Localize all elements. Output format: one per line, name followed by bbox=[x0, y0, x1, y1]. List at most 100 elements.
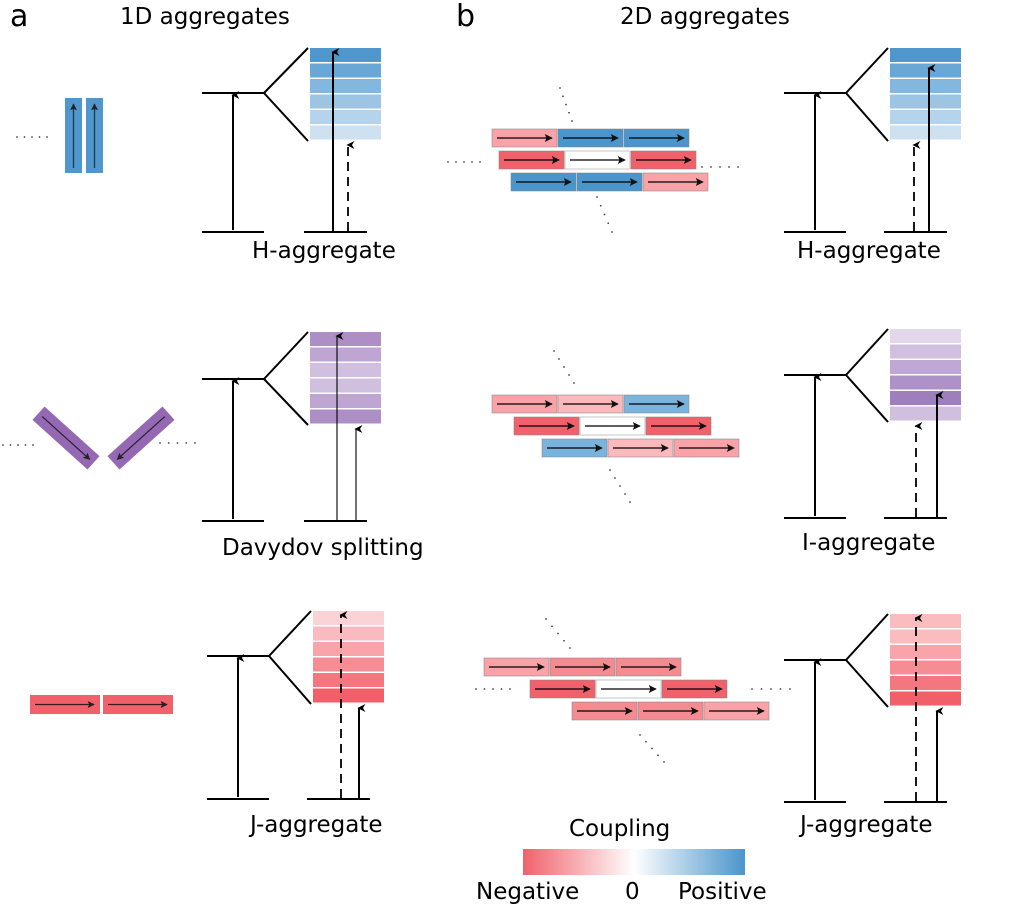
energy-diagram-a-davydov bbox=[202, 331, 381, 522]
legend-min-label: Negative bbox=[476, 879, 579, 905]
exciton-band-level bbox=[890, 360, 961, 374]
energy-diagram-a-j bbox=[207, 610, 384, 800]
continuation-dot bbox=[559, 87, 561, 89]
continuation-dot bbox=[619, 485, 621, 487]
continuation-dot bbox=[500, 688, 503, 690]
continuation-dot bbox=[639, 734, 641, 736]
continuation-dot bbox=[545, 618, 547, 620]
continuation-dot bbox=[568, 111, 570, 114]
continuation-dot bbox=[596, 196, 598, 198]
continuation-dot bbox=[194, 442, 196, 444]
continuation-dot bbox=[483, 688, 486, 690]
continuation-dot bbox=[558, 358, 560, 360]
continuation-dot bbox=[569, 647, 571, 649]
exciton-band-level bbox=[890, 329, 961, 343]
exciton-band-level bbox=[310, 378, 381, 393]
continuation-dot bbox=[562, 95, 564, 98]
continuation-dot bbox=[629, 501, 631, 503]
exciton-band-level bbox=[313, 642, 384, 656]
continuation-dot bbox=[455, 161, 457, 163]
exciton-band-level bbox=[890, 63, 961, 78]
exciton-band-level bbox=[310, 394, 381, 408]
continuation-dot bbox=[651, 747, 653, 750]
label-b-i-aggregate: I-aggregate bbox=[802, 530, 935, 556]
continuation-dot bbox=[447, 161, 449, 163]
continuation-dot bbox=[557, 632, 559, 635]
splitting-line-lower bbox=[263, 378, 309, 426]
exciton-band-level bbox=[310, 94, 381, 109]
exciton-band-level bbox=[890, 344, 961, 359]
continuation-dot bbox=[9, 444, 12, 446]
continuation-dot bbox=[463, 161, 465, 163]
exciton-band-level bbox=[313, 626, 384, 641]
panel-a-title: 1D aggregates bbox=[120, 4, 290, 30]
continuation-dot bbox=[38, 136, 41, 138]
continuation-dot bbox=[603, 213, 606, 216]
exciton-band-level bbox=[890, 94, 961, 109]
continuation-dot bbox=[2, 444, 4, 446]
label-b-j-aggregate: J-aggregate bbox=[798, 812, 933, 838]
continuation-dot bbox=[737, 166, 739, 168]
exciton-band-level bbox=[890, 375, 961, 390]
continuation-dot bbox=[624, 493, 626, 495]
continuation-dot bbox=[492, 688, 494, 690]
j-aggregate-lattice bbox=[475, 618, 791, 763]
splitting-line-lower bbox=[845, 92, 889, 142]
continuation-dot bbox=[645, 740, 647, 743]
continuation-dot bbox=[789, 688, 791, 690]
continuation-dot bbox=[607, 222, 610, 225]
exciton-band-level bbox=[310, 110, 381, 124]
exciton-band-level bbox=[890, 391, 961, 405]
exciton-band-level bbox=[310, 347, 381, 362]
continuation-dot bbox=[553, 350, 555, 352]
continuation-dot bbox=[719, 166, 721, 168]
exciton-band-level bbox=[310, 363, 381, 377]
label-a-davydov: Davydov splitting bbox=[222, 535, 424, 561]
continuation-dot bbox=[32, 444, 34, 446]
legend-title: Coupling bbox=[569, 816, 670, 842]
continuation-dot bbox=[573, 382, 575, 384]
j-aggregate-monomers bbox=[30, 695, 173, 714]
splitting-line-lower bbox=[268, 655, 312, 705]
splitting-line-lower bbox=[845, 374, 889, 423]
continuation-dot bbox=[563, 366, 565, 368]
continuation-dot bbox=[509, 688, 511, 690]
continuation-dot bbox=[710, 166, 712, 168]
continuation-dot bbox=[46, 136, 48, 138]
continuation-dot bbox=[16, 136, 18, 138]
exciton-band-level bbox=[313, 673, 384, 687]
splitting-line-lower bbox=[845, 659, 889, 708]
exciton-band-level bbox=[310, 48, 381, 62]
oblique-monomer bbox=[32, 406, 100, 470]
continuation-dot bbox=[159, 442, 161, 444]
exciton-band-level bbox=[890, 660, 961, 675]
splitting-line-upper bbox=[263, 47, 309, 94]
dipole-arrow bbox=[41, 416, 91, 460]
davydov-monomers bbox=[2, 406, 196, 470]
continuation-dot bbox=[657, 754, 659, 757]
continuation-dot bbox=[568, 374, 570, 376]
continuation-dot bbox=[614, 477, 616, 479]
dipole-arrow bbox=[116, 416, 166, 460]
exciton-band-level bbox=[890, 629, 961, 644]
continuation-dot bbox=[609, 469, 611, 471]
exciton-band-level bbox=[890, 406, 961, 421]
continuation-dot bbox=[751, 688, 753, 690]
energy-diagram-a-h bbox=[202, 47, 381, 233]
splitting-line-upper bbox=[845, 328, 889, 376]
splitting-line-upper bbox=[268, 610, 312, 657]
splitting-line-lower bbox=[263, 92, 309, 142]
label-a-h-aggregate: H-aggregate bbox=[252, 238, 396, 264]
panel-a-letter: a bbox=[10, 0, 28, 34]
continuation-dot bbox=[17, 444, 19, 446]
panel-b-letter: b bbox=[456, 0, 475, 34]
continuation-dot bbox=[760, 688, 763, 690]
h-aggregate-monomers bbox=[16, 98, 103, 173]
exciton-band-level bbox=[890, 645, 961, 659]
continuation-dot bbox=[701, 166, 703, 168]
legend-max-label: Positive bbox=[678, 879, 767, 905]
exciton-band-level bbox=[890, 125, 961, 140]
continuation-dot bbox=[571, 120, 573, 122]
continuation-dot bbox=[770, 688, 772, 690]
